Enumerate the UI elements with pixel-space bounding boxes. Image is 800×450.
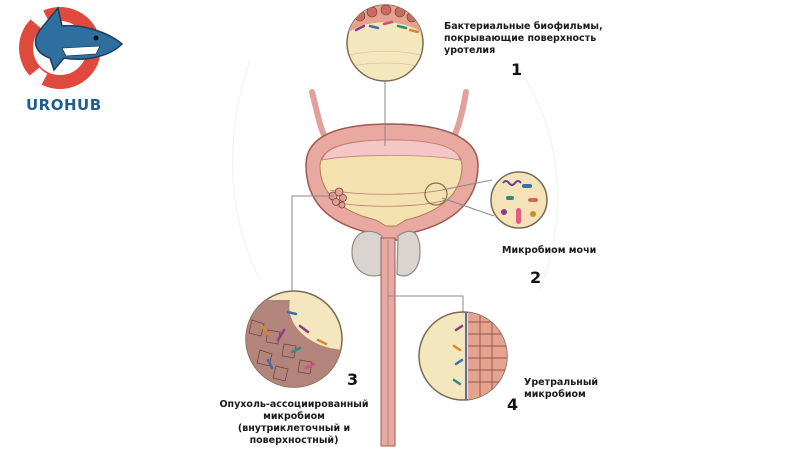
label-urethral-microbiome: Уретральный микробиом xyxy=(524,377,599,400)
number-3: 3 xyxy=(347,370,359,389)
label-urine-microbiome: Микробиом мочи xyxy=(502,245,597,256)
zoom-circle-biofilms xyxy=(346,4,424,82)
urohub-logo xyxy=(19,6,124,89)
bladder-dome-mucosa xyxy=(321,139,461,161)
urine-sample-marker xyxy=(424,182,448,206)
label-biofilms: Бактериальные биофильмы, покрывающие пов… xyxy=(444,21,603,56)
prostate xyxy=(351,230,421,277)
number-4: 4 xyxy=(507,395,519,414)
logo-wordmark: UROHUB xyxy=(26,96,102,114)
tumor-cluster xyxy=(328,187,347,209)
number-1: 1 xyxy=(511,60,523,79)
leader-lines xyxy=(291,81,495,312)
background-sketch xyxy=(232,59,558,291)
zoom-circle-urine-microbiome xyxy=(490,171,548,229)
zoom-circle-urethral-microbiome xyxy=(418,311,508,401)
label-tumor-microbiome: Опухоль-ассоциированный микробиом (внутр… xyxy=(219,399,369,446)
number-2: 2 xyxy=(530,268,542,287)
shark-icon xyxy=(34,6,124,72)
zoom-circle-tumor-microbiome xyxy=(245,290,343,388)
